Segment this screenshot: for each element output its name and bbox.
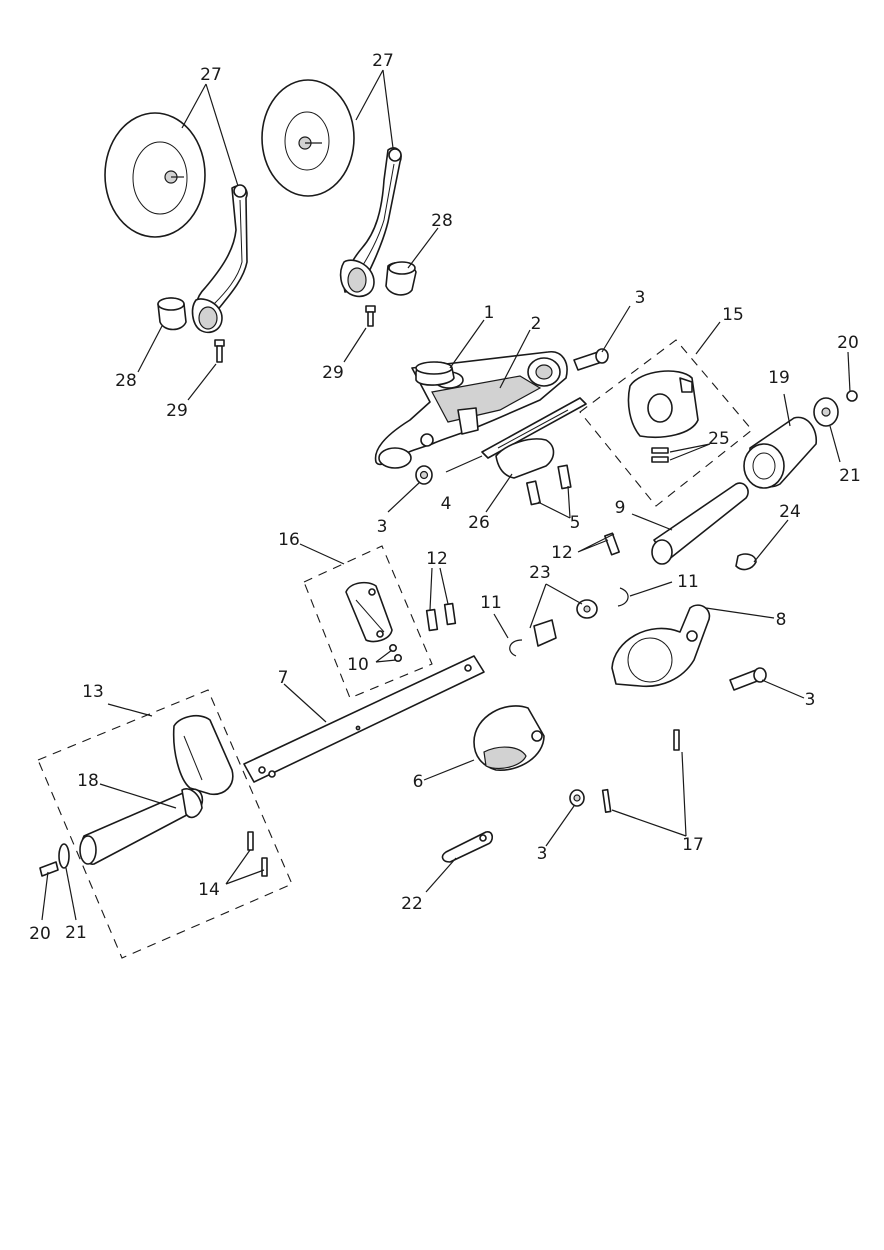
bar-clamp-right: [611, 604, 711, 688]
group-outline-16: [303, 545, 433, 699]
left-grip: [79, 788, 204, 865]
callout-27-left: 27: [200, 65, 222, 85]
circlip-left: [509, 639, 523, 657]
mirror-bolt-left: [214, 339, 225, 363]
callout-1: 1: [484, 303, 495, 323]
clamp-bolts: [526, 464, 572, 506]
left-switch-cube: [172, 714, 234, 795]
callout-8: 8: [776, 610, 787, 630]
mirror-nut-left: [157, 297, 187, 331]
callout-21-right: 21: [839, 466, 861, 486]
bar-end-screw-left: [39, 861, 59, 877]
callout-12-left: 12: [426, 549, 448, 569]
mirror-right: [261, 79, 402, 298]
right-switch-cube: [627, 370, 699, 439]
callout-26: 26: [468, 513, 490, 533]
clamp-nut-3: [569, 789, 585, 807]
callout-20-right: 20: [837, 333, 859, 353]
mirror-nut-right: [385, 261, 417, 296]
callout-5: 5: [570, 513, 581, 533]
callout-22: 22: [401, 894, 423, 914]
callout-15: 15: [722, 305, 744, 325]
mirror-bolt-right: [365, 305, 376, 327]
callout-17: 17: [682, 835, 704, 855]
callout-12-right: 12: [551, 543, 573, 563]
spacer-set: [533, 599, 598, 647]
callout-6: 6: [413, 772, 424, 792]
callout-4: 4: [441, 494, 452, 514]
callout-18: 18: [77, 771, 99, 791]
yoke-bolt: [573, 348, 609, 371]
bar-end-weight-left: [58, 843, 70, 869]
callout-16: 16: [278, 530, 300, 550]
switch-screws: [651, 447, 669, 463]
cable-clip: [735, 553, 757, 571]
callout-24: 24: [779, 502, 801, 522]
callout-9: 9: [615, 498, 626, 518]
handlebar: [243, 655, 485, 783]
yoke-plate: [481, 397, 587, 459]
throttle-tube: [651, 482, 749, 565]
switch-screws-14: [247, 831, 268, 877]
callout-21-left: 21: [65, 923, 87, 943]
callout-27-right: 27: [372, 51, 394, 71]
callout-28-left: 28: [115, 371, 137, 391]
yoke-cap: [415, 361, 455, 386]
mirror-left: [104, 112, 248, 334]
throttle-grip: [743, 416, 818, 489]
callout-13: 13: [82, 682, 104, 702]
callout-11-left: 11: [480, 593, 502, 613]
callout-28-right: 28: [431, 211, 453, 231]
callout-23: 23: [529, 563, 551, 583]
group-outline-15: [579, 339, 753, 507]
callout-19: 19: [768, 368, 790, 388]
callout-20-left: 20: [29, 924, 51, 944]
leader-lines: [41, 69, 851, 921]
callout-29-left: 29: [166, 401, 188, 421]
bar-end-weight-right: [813, 397, 839, 427]
clamp-block: [495, 438, 555, 479]
callout-14: 14: [198, 880, 220, 900]
callout-10: 10: [347, 655, 369, 675]
callout-3-yoke: 3: [377, 517, 388, 537]
callout-numbers: 27 27 28 28 29 29 1 2 3 3 3 3 4 5 6 7 8 …: [29, 51, 861, 944]
bar-clamp-left: [473, 705, 545, 771]
callout-3-clamp: 3: [805, 690, 816, 710]
clamp-bolts-12-left: [425, 602, 457, 632]
callout-29-right: 29: [322, 363, 344, 383]
cylinder-screws: [388, 643, 402, 662]
master-cylinder: [345, 581, 393, 643]
callout-25: 25: [708, 429, 730, 449]
yoke-nut: [415, 465, 433, 485]
callout-7: 7: [278, 668, 289, 688]
callout-3-nut: 3: [537, 844, 548, 864]
callout-3-top: 3: [635, 288, 646, 308]
callout-2: 2: [531, 314, 542, 334]
callout-11-right: 11: [677, 572, 699, 592]
cable-tie: [441, 831, 494, 863]
clamp-bolt-3-right: [729, 667, 767, 691]
clamp-bolts-12-right: [604, 532, 620, 556]
circlip-right: [617, 587, 629, 607]
screws-17: [601, 729, 680, 813]
bar-end-screw-right: [846, 390, 858, 402]
